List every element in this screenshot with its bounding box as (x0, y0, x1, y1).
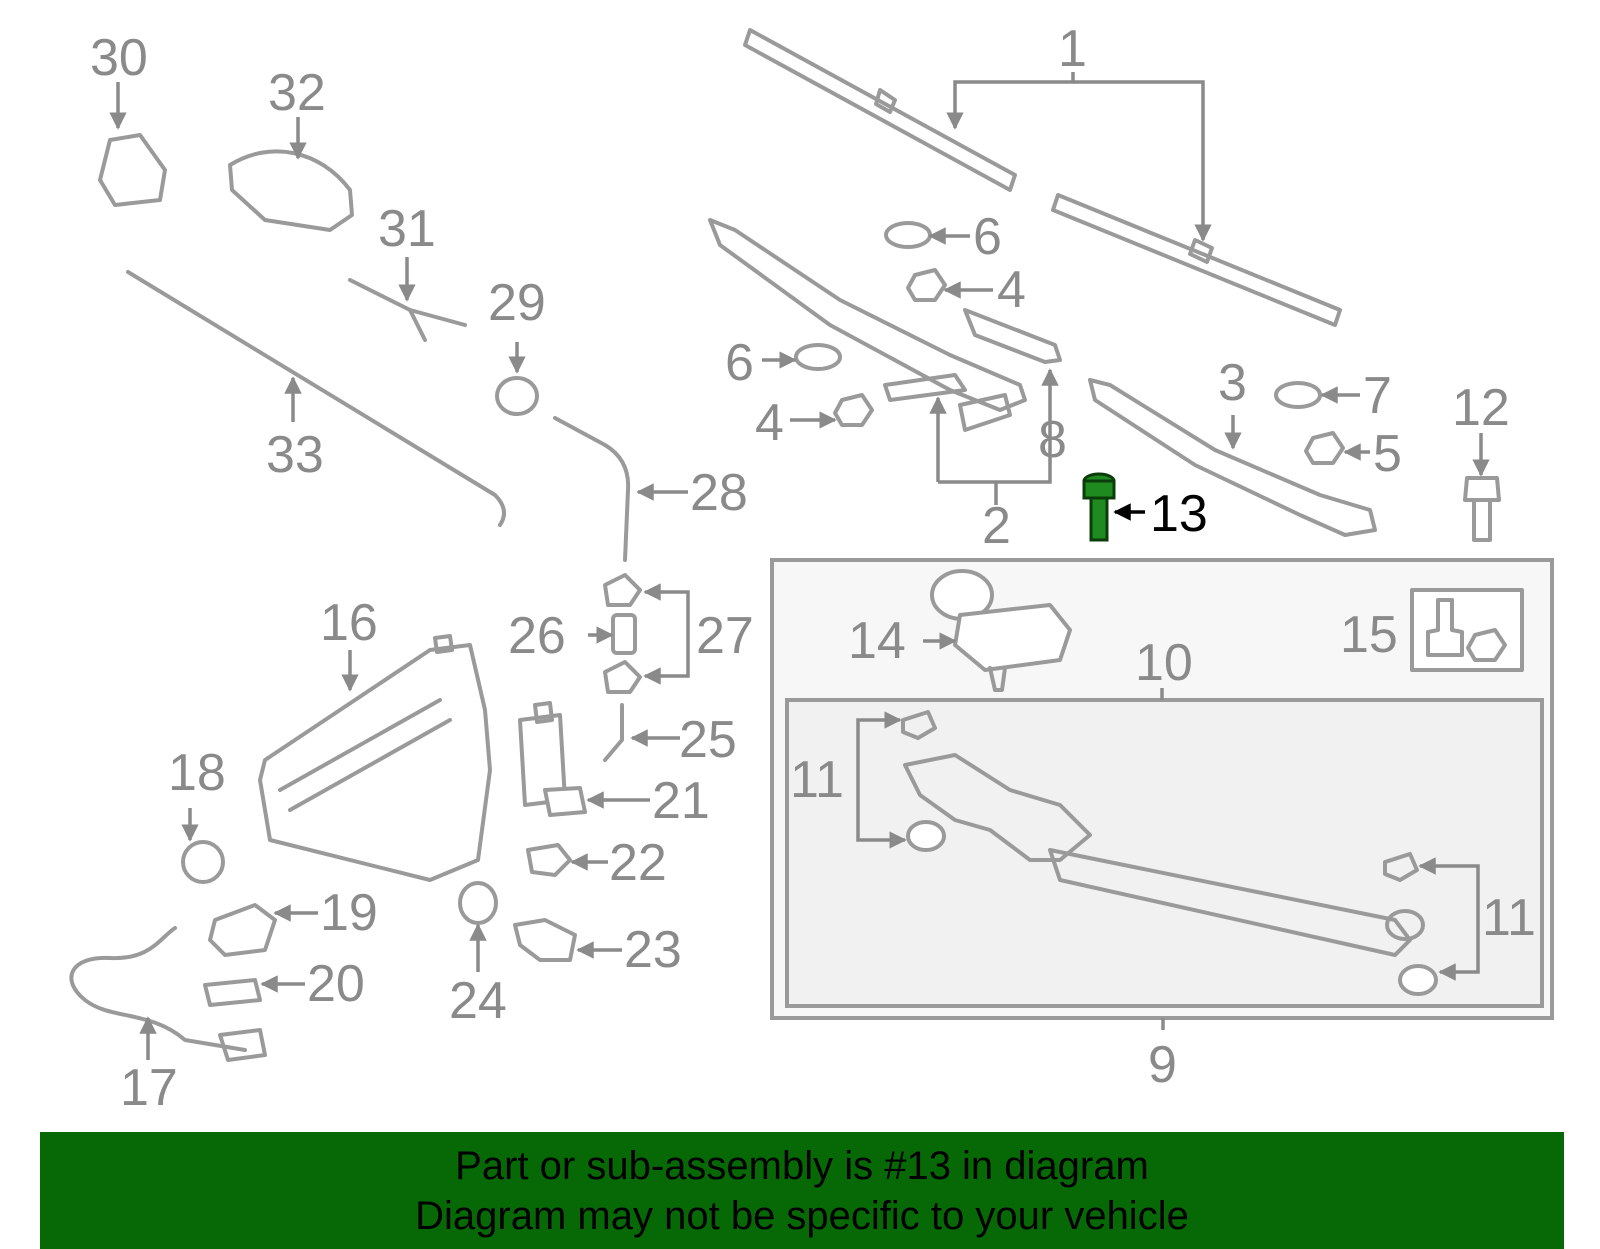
callout-21: 21 (652, 772, 710, 830)
callout-10: 10 (1135, 634, 1193, 692)
callout-19: 19 (320, 884, 378, 942)
wiper-arm-left (708, 218, 1027, 432)
grommet-29 (495, 376, 539, 416)
cap-6-upper (884, 221, 932, 249)
callout-14: 14 (848, 612, 906, 670)
grommet-22 (526, 843, 572, 877)
callout-11-left: 11 (790, 751, 844, 809)
callout-15: 15 (1340, 606, 1398, 664)
callout-29: 29 (488, 274, 546, 332)
callout-25: 25 (679, 711, 737, 769)
callout-5: 5 (1373, 425, 1402, 483)
banner-line-2: Diagram may not be specific to your vehi… (415, 1193, 1189, 1238)
banner-line-1: Part or sub-assembly is #13 in diagram (455, 1143, 1149, 1188)
filler-neck-20 (203, 978, 262, 1007)
callout-2: 2 (982, 497, 1011, 555)
wiper-arm-right (1088, 378, 1377, 537)
callout-1: 1 (1058, 20, 1087, 78)
filler-cap-19 (208, 903, 277, 957)
connector-26 (611, 613, 637, 655)
linkage-subassembly-box (785, 698, 1544, 1008)
wiper-motor (930, 569, 1072, 692)
callout-16: 16 (320, 594, 378, 652)
callout-28: 28 (690, 464, 748, 522)
callout-17: 17 (120, 1059, 178, 1117)
callout-9: 9 (1148, 1036, 1177, 1094)
nut-5 (1304, 431, 1345, 465)
bushing-11-a (901, 710, 937, 740)
bushing-11-b (906, 820, 946, 852)
level-sensor-23 (513, 918, 577, 962)
callout-20: 20 (307, 955, 365, 1013)
callout-4-lower: 4 (755, 394, 784, 452)
washer-reservoir (258, 634, 492, 882)
clip-27-upper (603, 573, 642, 607)
bolt-13-highlighted[interactable] (1082, 472, 1116, 542)
callout-6-upper: 6 (973, 208, 1002, 266)
nut-4-lower (833, 393, 874, 427)
hose-33 (126, 270, 506, 527)
clip-27-lower (603, 660, 642, 694)
wiper-blade-left (743, 28, 1017, 192)
callout-8: 8 (1038, 411, 1067, 469)
leader-lines (109, 72, 1490, 1060)
callout-23: 23 (624, 921, 682, 979)
bolt-15 (1426, 598, 1464, 657)
hose-fitting (218, 1028, 267, 1062)
callout-31: 31 (378, 200, 436, 258)
callout-33: 33 (266, 426, 324, 484)
wiper-linkage (903, 753, 1425, 957)
callout-26: 26 (508, 607, 566, 665)
wiper-arm-cover (963, 308, 1062, 364)
washer-nozzle-30 (98, 133, 167, 207)
nut-4-upper (906, 268, 947, 302)
callout-27: 27 (696, 607, 754, 665)
cap-6-lower (794, 343, 842, 371)
callout-3: 3 (1218, 354, 1247, 412)
nut-15 (1466, 628, 1507, 662)
callout-18: 18 (168, 744, 226, 802)
bushing-11-d (1398, 964, 1438, 996)
cover-32 (228, 149, 354, 232)
callout-32: 32 (268, 64, 326, 122)
callout-7: 7 (1363, 367, 1392, 425)
hose-25 (603, 703, 624, 762)
callout-6-lower: 6 (725, 334, 754, 392)
cap-7 (1274, 381, 1322, 409)
washer-pump (518, 701, 587, 817)
callout-24: 24 (449, 972, 507, 1030)
callout-22: 22 (609, 834, 667, 892)
callout-12: 12 (1452, 379, 1510, 437)
info-banner: Part or sub-assembly is #13 in diagram D… (40, 1132, 1564, 1249)
callout-30: 30 (90, 29, 148, 87)
callout-4-upper: 4 (997, 261, 1026, 319)
bolt-12 (1463, 476, 1501, 542)
callout-11-right: 11 (1482, 889, 1536, 947)
bushing-11-c (1383, 852, 1419, 882)
hose-28 (553, 416, 631, 562)
hose-connector-31 (348, 278, 467, 342)
wiper-blade-right (1051, 193, 1342, 327)
grommet-18 (181, 840, 225, 884)
callout-13-highlighted[interactable]: 13 (1150, 485, 1208, 543)
grommet-24 (458, 881, 498, 925)
